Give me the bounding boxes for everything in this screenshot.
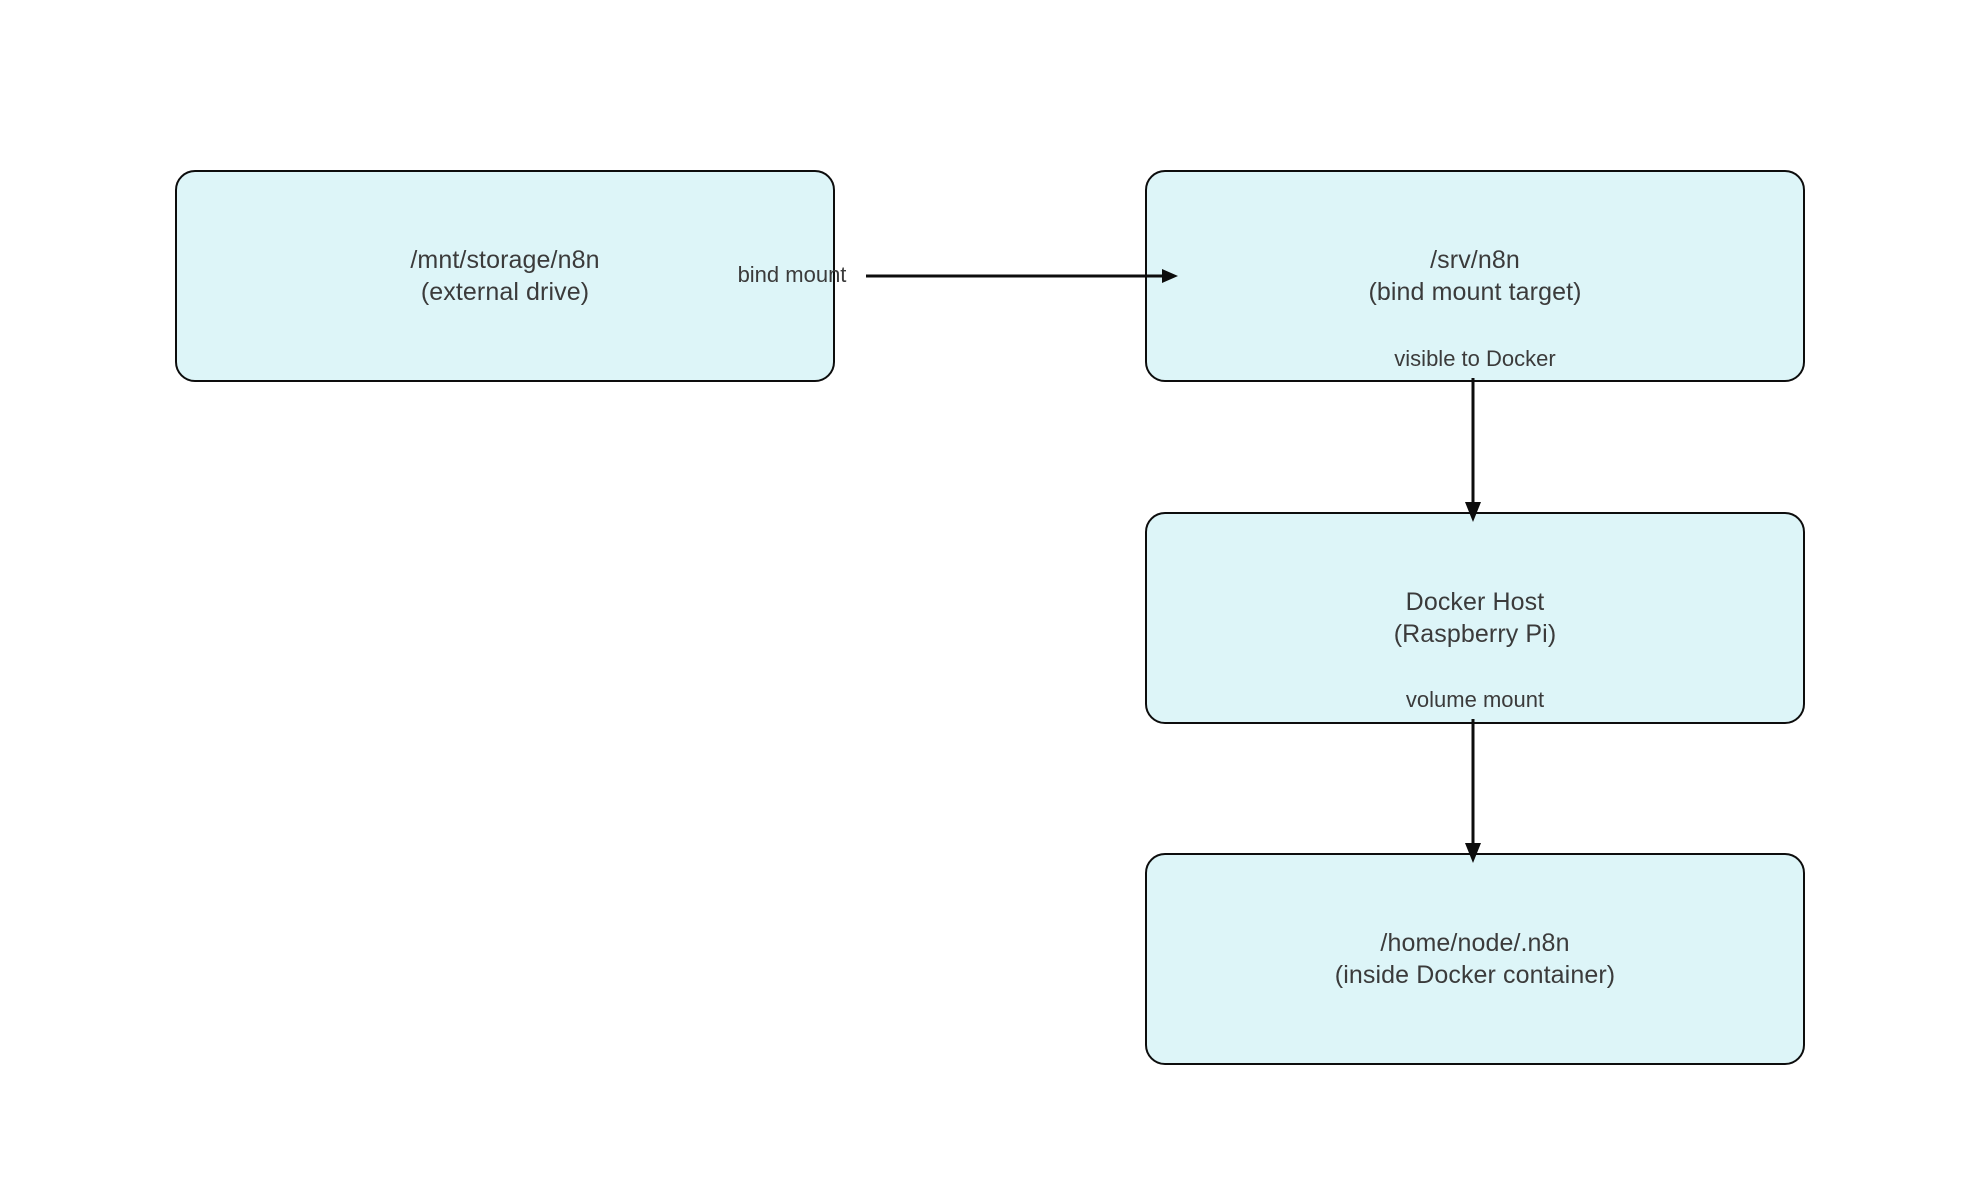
arrow-source-to-target — [866, 269, 1178, 283]
node-label-source: /mnt/storage/n8n (external drive) — [410, 246, 600, 306]
edge-label-bind-mount: bind mount — [737, 262, 847, 287]
node-home-node-n8n[interactable]: /home/node/.n8n (inside Docker container… — [1145, 853, 1805, 1065]
node-mnt-storage-n8n[interactable]: /mnt/storage/n8n (external drive) — [175, 170, 835, 382]
node-label-container: /home/node/.n8n (inside Docker container… — [1334, 929, 1616, 989]
node-label-host: Docker Host (Raspberry Pi) — [1393, 588, 1557, 648]
node-srv-n8n[interactable]: /srv/n8n (bind mount target) — [1145, 170, 1805, 382]
node-label-target: /srv/n8n (bind mount target) — [1368, 246, 1582, 306]
arrow-host-to-container — [1465, 719, 1481, 863]
edge-label-volume-mount: volume mount — [1405, 687, 1545, 712]
arrow-target-to-host — [1465, 378, 1481, 522]
node-docker-host[interactable]: Docker Host (Raspberry Pi) — [1145, 512, 1805, 724]
edge-label-visible-to-docker: visible to Docker — [1394, 346, 1556, 371]
